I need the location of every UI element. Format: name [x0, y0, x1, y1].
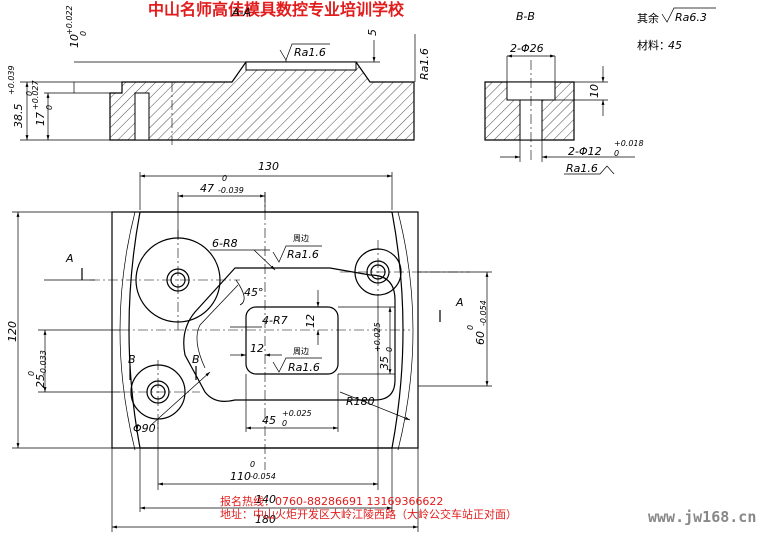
angle-45: 45°: [244, 286, 264, 299]
svg-text:-0.033: -0.033: [39, 350, 48, 376]
bore-roughness: Ra1.6: [566, 162, 598, 175]
dim-10: 10: [68, 34, 81, 48]
svg-text:0: 0: [282, 419, 287, 428]
svg-text:+0.018: +0.018: [614, 139, 644, 148]
roughness-top: Ra1.6: [294, 46, 326, 59]
roughness-2: Ra1.6: [288, 361, 320, 374]
bore-spec-2-d12: 2-Φ12: [568, 145, 602, 158]
svg-text:周边: 周边: [293, 346, 309, 356]
svg-text:-0.054: -0.054: [250, 472, 276, 481]
front-bore-left: [134, 92, 150, 141]
dim-12-vertical: 12: [304, 314, 317, 328]
section-b-b-view: B-B 2-Φ26 10 2-Φ12 +0.018 0 Ra1.6: [484, 10, 644, 175]
roughness-1: Ra1.6: [287, 248, 319, 261]
svg-text:+0.025: +0.025: [373, 322, 382, 352]
dim-140: 140: [255, 493, 276, 506]
svg-text:0: 0: [27, 371, 36, 376]
svg-text:+0.025: +0.025: [282, 409, 312, 418]
roughness-symbol-top: [279, 43, 330, 61]
notes: 其余 Ra6.3 材料： 45: [637, 7, 716, 52]
dim-47: 47: [200, 182, 214, 195]
dim-25: 25: [34, 374, 47, 388]
svg-text:-0.054: -0.054: [479, 300, 488, 326]
school-title: 中山名师高佳模具数控专业培训学校: [148, 0, 405, 19]
watermark: www.jw168.cn: [648, 508, 756, 526]
radius-r180: R180: [346, 395, 375, 408]
inner-rect-pocket: [245, 306, 339, 375]
svg-text:0: 0: [222, 174, 227, 183]
dim-5: 5: [366, 29, 379, 36]
material-label: 材料：: [637, 38, 670, 52]
fillet-4r7: 4-R7: [262, 314, 288, 327]
dim-35: 35: [378, 356, 391, 370]
front-section-hatch: [109, 61, 415, 141]
dia-90: Φ90: [133, 422, 156, 435]
rest-roughness-value: Ra6.3: [675, 11, 707, 24]
dim-120: 120: [6, 321, 19, 342]
fillet-6r8: 6-R8: [212, 237, 238, 250]
section-marker-a-left: A: [65, 252, 74, 265]
dim-38-5: 38.5: [12, 104, 25, 129]
hole-spec-2-d26: 2-Φ26: [510, 42, 544, 55]
svg-text:0: 0: [466, 325, 475, 330]
footer-address: 地址：中山火炬开发区大岭江陵西路（大岭公交车站正对面）: [220, 507, 517, 521]
svg-text:+0.022: +0.022: [65, 5, 74, 35]
svg-text:+0.027: +0.027: [31, 79, 40, 110]
dim-130: 130: [258, 160, 279, 173]
dim-110: 110: [230, 470, 251, 483]
section-marker-a-right: A: [455, 296, 464, 309]
svg-text:-0.039: -0.039: [218, 186, 244, 195]
svg-text:0: 0: [614, 149, 619, 158]
svg-text:周边: 周边: [293, 233, 309, 243]
dim-12-horizontal: 12: [250, 342, 264, 355]
irregular-pocket: [183, 267, 396, 402]
front-top-recess: [245, 61, 357, 71]
svg-text:+0.039: +0.039: [7, 65, 16, 95]
dim-17: 17: [34, 112, 47, 126]
section-label-a-a: A-A: [231, 6, 251, 19]
section-marker-b-right: B: [192, 353, 200, 366]
svg-text:0: 0: [250, 460, 255, 469]
rest-roughness-label: 其余: [637, 11, 659, 25]
svg-text:0: 0: [25, 91, 34, 96]
svg-text:0: 0: [79, 31, 88, 36]
top-view: 130 47 0 -0.039 6-R8 周边 Ra1.6 45° 4-R7 1…: [6, 160, 492, 532]
dim-45: 45: [262, 414, 276, 427]
svg-text:0: 0: [385, 347, 394, 352]
dim-180: 180: [255, 513, 276, 526]
material-value: 45: [668, 39, 682, 52]
footer-hotline: 报名热线：0760-88286691 13169366622: [220, 494, 443, 508]
section-b-b-title: B-B: [516, 10, 535, 23]
roughness-side: Ra1.6: [418, 48, 431, 80]
depth-10: 10: [588, 84, 601, 98]
front-section-view: 38.5 +0.039 0 17 +0.027 0 10 +0.022 0 A-…: [7, 5, 431, 145]
dim-60: 60: [474, 331, 487, 345]
svg-text:0: 0: [45, 105, 54, 110]
section-marker-b-left: B: [128, 353, 136, 366]
